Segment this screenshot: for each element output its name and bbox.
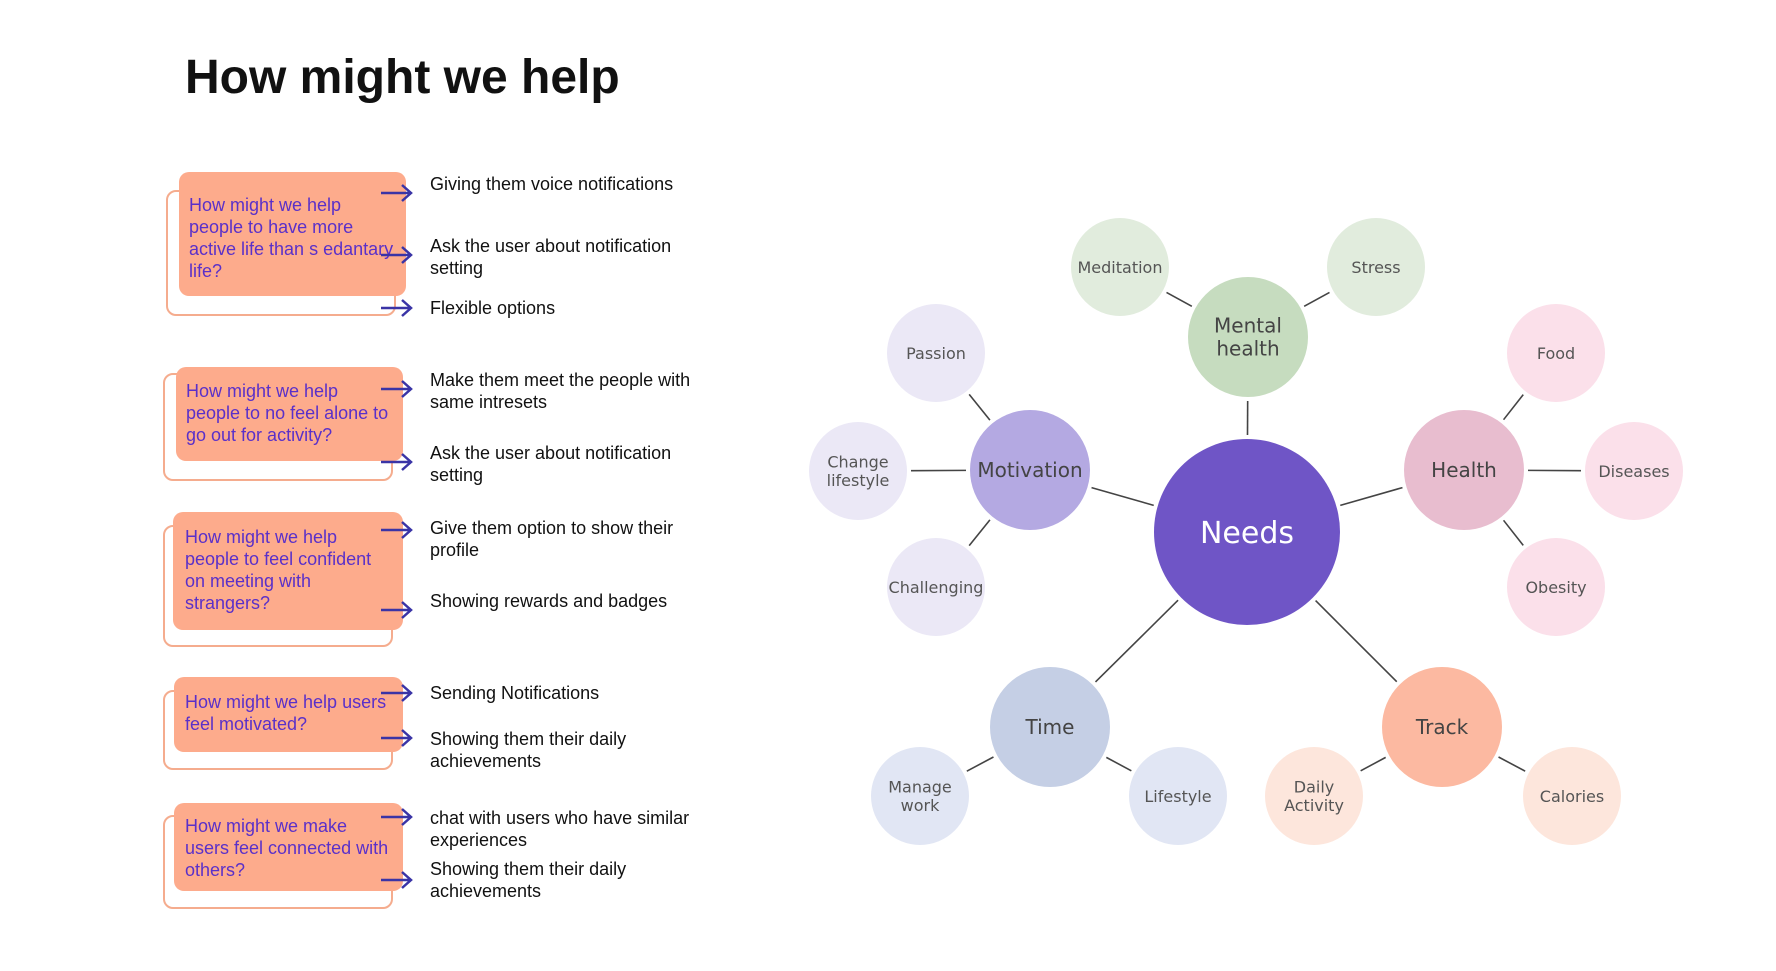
arrow-right-icon <box>381 601 413 619</box>
arrow-right-icon <box>381 684 413 702</box>
branch-node <box>970 410 1090 530</box>
answer-text: Showing them their daily achievements <box>430 859 627 901</box>
branch-node <box>990 667 1110 787</box>
answer-text: Showing them their daily achievements <box>430 729 627 771</box>
leaf-label: Food <box>1537 344 1575 363</box>
connector-line <box>1303 291 1330 307</box>
connector-line <box>1502 394 1524 421</box>
leaf-node <box>1129 747 1227 845</box>
leaf-node <box>1523 747 1621 845</box>
arrow-right-icon <box>381 729 413 747</box>
connector-line <box>1094 599 1179 683</box>
branch-node <box>1188 277 1308 397</box>
branch-label: Health <box>1431 458 1497 482</box>
branch-node <box>1382 667 1502 787</box>
arrow-right-icon <box>381 299 413 317</box>
answer-item: Sending Notifications <box>381 682 710 704</box>
arrow-right-icon <box>381 184 413 202</box>
answer-text: Make them meet the people with same intr… <box>430 370 691 412</box>
answer-text: Sending Notifications <box>430 683 600 703</box>
leaf-node <box>1585 422 1683 520</box>
arrow-right-icon <box>381 521 413 539</box>
answer-text: Giving them voice notifications <box>430 174 674 194</box>
answer-text: chat with users who have similar experie… <box>430 808 690 850</box>
answer-item: Flexible options <box>381 297 710 319</box>
branch-label: Track <box>1415 715 1469 739</box>
leaf-node <box>1507 304 1605 402</box>
arrow-right-icon <box>381 871 413 889</box>
connector-line <box>1105 756 1132 772</box>
leaf-node <box>809 422 907 520</box>
center-label: Needs <box>1200 516 1294 551</box>
leaf-label: Passion <box>906 344 966 363</box>
answer-text: Flexible options <box>430 298 556 318</box>
leaf-label: Challenging <box>889 578 984 597</box>
arrow-right-icon <box>381 808 413 826</box>
question-card: How might we help users feel motivated? <box>174 677 403 752</box>
leaf-label: Stress <box>1351 258 1400 277</box>
leaf-node <box>871 747 969 845</box>
connector-line <box>968 519 991 547</box>
answer-item: Make them meet the people with same intr… <box>381 369 710 413</box>
answer-text: Ask the user about notification setting <box>430 443 672 485</box>
arrow-right-icon <box>381 246 413 264</box>
page-title: How might we help <box>185 51 620 104</box>
answer-item: Showing them their daily achievements <box>381 728 710 772</box>
answer-item: Giving them voice notifications <box>381 173 710 202</box>
question-card: How might we make users feel connected w… <box>174 803 403 891</box>
connector-line <box>1315 600 1398 683</box>
arrow-right-icon <box>381 380 413 398</box>
arrow-right-icon <box>381 453 413 471</box>
leaf-label: Lifestyle <box>1144 787 1211 806</box>
answer-text: Showing rewards and badges <box>430 591 668 611</box>
connector-line <box>1498 756 1526 772</box>
answer-item: Ask the user about notification setting <box>381 442 710 486</box>
question-card: How might we help people to feel confide… <box>173 512 403 630</box>
branch-label: Motivation <box>977 458 1082 482</box>
connector-line <box>966 756 994 772</box>
leaf-node <box>1071 218 1169 316</box>
leaf-node <box>1507 538 1605 636</box>
question-card: How might we help people to have more ac… <box>179 172 406 296</box>
center-node <box>1154 439 1340 625</box>
connector-line <box>1502 519 1524 546</box>
question-card: How might we help people to no feel alon… <box>176 367 403 461</box>
connector-line <box>1360 756 1387 772</box>
branch-node <box>1404 410 1524 530</box>
leaf-node <box>1265 747 1363 845</box>
connector-line <box>1091 486 1154 507</box>
answer-item: Showing them their daily achievements <box>381 858 710 902</box>
connector-line <box>968 393 991 421</box>
leaf-node <box>887 304 985 402</box>
leaf-label: Meditation <box>1078 258 1163 277</box>
leaf-label: Obesity <box>1525 578 1586 597</box>
leaf-node <box>887 538 985 636</box>
answer-item: Showing rewards and badges <box>381 590 710 619</box>
answer-item: Ask the user about notification setting <box>381 235 710 279</box>
leaf-label: Diseases <box>1598 462 1669 481</box>
branch-label: Time <box>1025 715 1075 739</box>
connector-line <box>1166 291 1193 307</box>
leaf-node <box>1327 218 1425 316</box>
answer-item: chat with users who have similar experie… <box>381 807 710 851</box>
connector-line <box>1340 486 1403 507</box>
answer-text: Give them option to show their profile <box>430 518 674 560</box>
answer-item: Give them option to show their profile <box>381 517 710 561</box>
answer-text: Ask the user about notification setting <box>430 236 672 278</box>
leaf-label: Calories <box>1540 787 1604 806</box>
